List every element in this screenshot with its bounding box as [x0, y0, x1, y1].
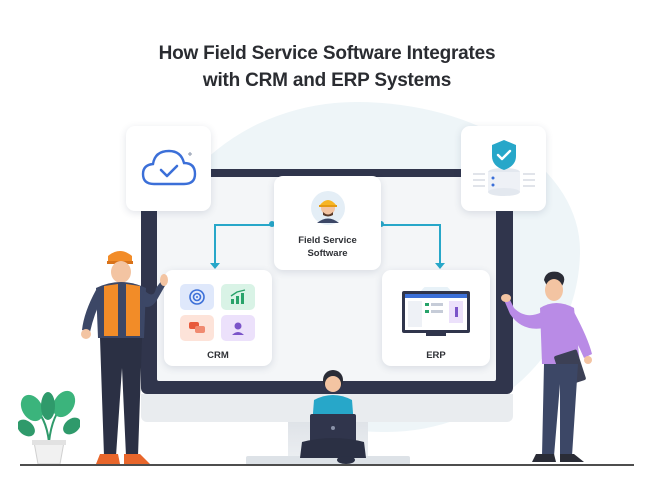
center-card-label-line-1: Field Service — [298, 235, 357, 246]
arrow-down-erp-icon — [435, 263, 445, 269]
page-title: How Field Service Software Integrates wi… — [0, 40, 654, 94]
arrow-down-crm-icon — [210, 263, 220, 269]
seated-person-with-laptop — [300, 370, 366, 464]
connector-dot-left — [269, 221, 275, 227]
shield-database-icon — [473, 140, 535, 196]
cloud-card — [126, 126, 211, 211]
field-service-software-card: Field Service Software — [274, 176, 381, 270]
support-agent-icon — [232, 322, 244, 335]
title-line-1: How Field Service Software Integrates — [158, 43, 496, 64]
target-icon — [189, 289, 205, 305]
worker-figure — [81, 251, 168, 464]
monitor-base — [246, 456, 410, 465]
growth-chart-icon — [230, 289, 246, 304]
crm-card: CRM — [164, 270, 272, 366]
floor-line — [20, 464, 634, 466]
chat-tile — [180, 315, 214, 341]
dashboard-screen-icon — [402, 287, 470, 336]
security-card — [461, 126, 546, 211]
erp-card: ERP — [382, 270, 490, 366]
crm-label: CRM — [207, 350, 229, 361]
agent-tile — [221, 315, 255, 341]
growth-chart-tile — [221, 284, 255, 310]
title-line-2: with CRM and ERP Systems — [202, 70, 452, 91]
connector-right-down — [439, 224, 441, 264]
chat-bubbles-icon — [189, 322, 205, 333]
technician-avatar-icon — [311, 191, 345, 225]
erp-label: ERP — [426, 350, 446, 361]
cloud-check-icon — [141, 149, 197, 186]
potted-plant — [18, 390, 80, 465]
connector-center-right — [380, 224, 440, 226]
connector-left-down — [214, 224, 216, 264]
presenter-figure — [501, 271, 592, 462]
center-card-label-line-2: Software — [307, 248, 348, 259]
connector-center-left — [214, 224, 274, 226]
target-tile — [180, 284, 214, 310]
connector-dot-right — [378, 221, 384, 227]
